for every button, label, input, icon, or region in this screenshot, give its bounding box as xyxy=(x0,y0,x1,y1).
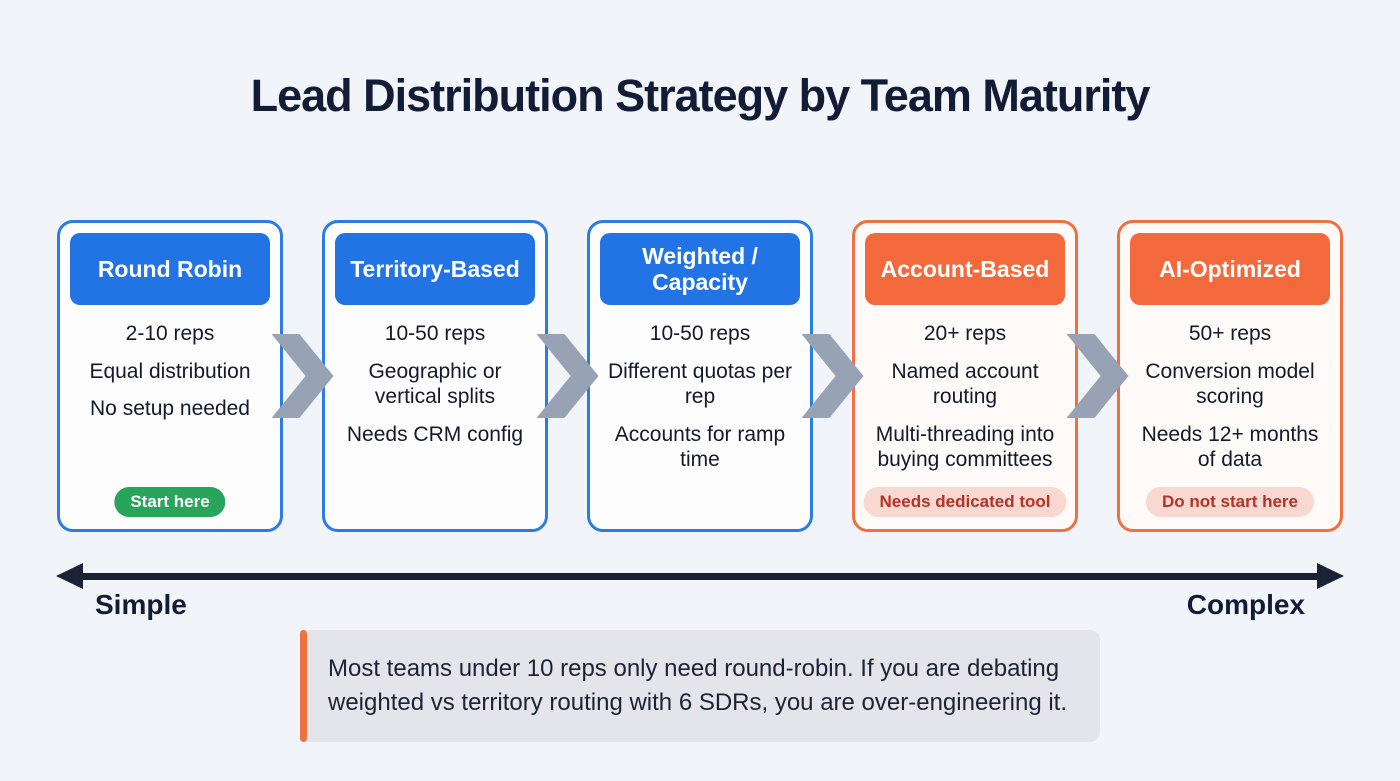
card-feature: 20+ reps xyxy=(923,322,1007,345)
card-title: Round Robin xyxy=(97,255,243,282)
card-badge: Needs dedicated tool xyxy=(863,487,1067,517)
note-accent-bar xyxy=(300,630,307,743)
card-header: Weighted / Capacity xyxy=(600,233,800,305)
card-header: Account-Based xyxy=(865,233,1065,305)
note-box: Most teams under 10 reps only need round… xyxy=(300,630,1100,743)
page-title: Lead Distribution Strategy by Team Matur… xyxy=(250,70,1151,121)
card-feature: 10-50 reps xyxy=(384,322,486,345)
card-title: AI-Optimized xyxy=(1159,255,1301,282)
axis-label-complex: Complex xyxy=(1186,589,1305,620)
note-text: Most teams under 10 reps only need round… xyxy=(328,655,1068,717)
card-feature: Named account routing xyxy=(891,359,1039,409)
card-feature: 50+ reps xyxy=(1188,322,1272,345)
axis-arrowhead-right-icon xyxy=(1317,563,1344,589)
card-header: AI-Optimized xyxy=(1130,233,1330,305)
card-feature: No setup needed xyxy=(90,397,250,421)
card-header: Territory-Based xyxy=(335,233,535,305)
card-feature: Needs CRM config xyxy=(346,422,524,446)
card-feature: Accounts for ramp time xyxy=(614,422,786,472)
card-badge: Start here xyxy=(114,487,226,517)
card-title: Account-Based xyxy=(880,255,1050,282)
card-title: Territory-Based xyxy=(350,255,520,282)
axis-label-simple: Simple xyxy=(95,589,187,620)
card-feature: Conversion model scoring xyxy=(1145,359,1315,409)
card-feature: Multi-threading into buying committees xyxy=(875,422,1055,472)
card-title: Weighted / Capacity xyxy=(642,242,758,295)
card-header: Round Robin xyxy=(70,233,270,305)
maturity-axis-line xyxy=(70,573,1330,580)
axis-arrowhead-left-icon xyxy=(56,563,83,589)
card-feature: Needs 12+ months of data xyxy=(1141,422,1319,472)
card-feature: 2-10 reps xyxy=(125,322,215,345)
card-feature: Different quotas per rep xyxy=(607,359,793,409)
card-feature: Geographic or vertical splits xyxy=(368,359,502,409)
card-feature: 10-50 reps xyxy=(649,322,751,345)
card-feature: Equal distribution xyxy=(89,359,251,383)
card-badge: Do not start here xyxy=(1145,487,1315,517)
